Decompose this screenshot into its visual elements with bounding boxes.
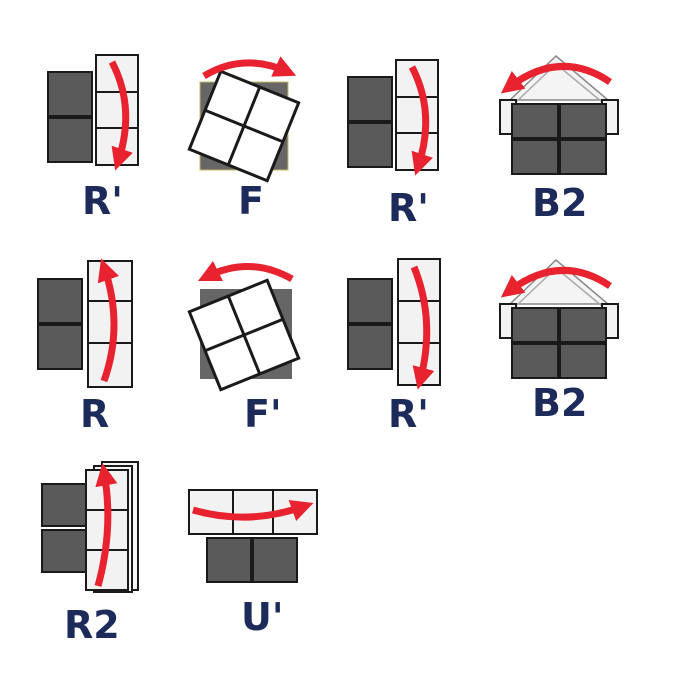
move-step-8: B2 (490, 252, 630, 432)
right-face-down-arrow-icon (47, 54, 139, 171)
front-face-counterclockwise-arrow-icon (187, 260, 301, 392)
move-notation: B2 (532, 181, 588, 225)
right-face-down-arrow-icon (347, 258, 441, 390)
move-notation: F (238, 179, 264, 223)
move-notation: R' (388, 392, 429, 436)
right-face-down-arrow-icon (347, 59, 439, 176)
right-face-up-arrow-icon (37, 258, 133, 388)
move-notation: R2 (64, 603, 120, 647)
move-step-3: R' (340, 55, 450, 235)
back-face-double-turn-arrow-icon (499, 54, 619, 175)
move-notation: R' (388, 186, 429, 230)
move-step-5: R (30, 255, 140, 435)
front-face-clockwise-arrow-icon (187, 56, 301, 183)
move-notation: B2 (532, 381, 588, 425)
move-step-1: R' (40, 50, 150, 230)
move-notation: F' (244, 392, 282, 436)
up-face-counterclockwise-arrow-icon (188, 489, 318, 583)
back-face-double-turn-arrow-icon (499, 258, 619, 379)
move-notation: U' (241, 595, 284, 639)
move-step-4: B2 (490, 48, 630, 228)
move-notation: R (80, 392, 110, 436)
move-step-7: R' (340, 255, 450, 435)
move-step-2: F (180, 50, 310, 230)
move-step-10: U' (185, 486, 325, 656)
move-step-6: F' (180, 255, 310, 435)
move-notation: R' (82, 179, 123, 223)
right-face-double-turn-arrow-icon (41, 461, 139, 593)
move-step-9: R2 (28, 460, 148, 650)
